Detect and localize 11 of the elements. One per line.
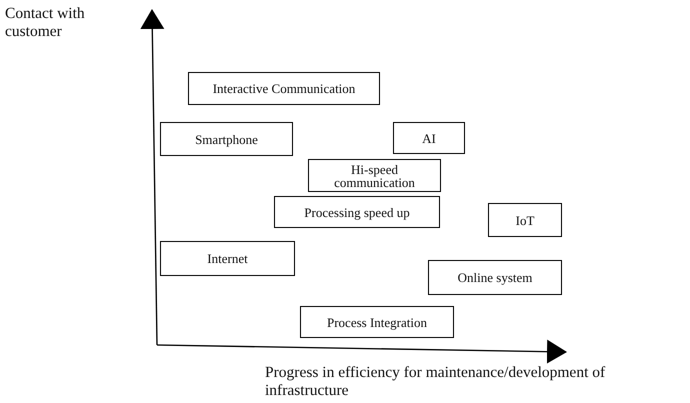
technology-box: Process Integration xyxy=(300,306,454,338)
axis-title: Contact with customer xyxy=(5,5,86,41)
technology-box: Internet xyxy=(160,241,295,276)
technology-box: Smartphone xyxy=(160,122,293,156)
technology-box: Online system xyxy=(428,260,562,295)
technology-box: AI xyxy=(393,122,465,154)
technology-box: Processing speed up xyxy=(274,196,440,228)
technology-box: IoT xyxy=(488,203,562,237)
axis-title: Progress in efficiency for maintenance/development of infrastructure xyxy=(265,364,606,400)
technology-box: Hi-speed communication xyxy=(308,159,441,192)
technology-box: Interactive Communication xyxy=(188,72,380,105)
